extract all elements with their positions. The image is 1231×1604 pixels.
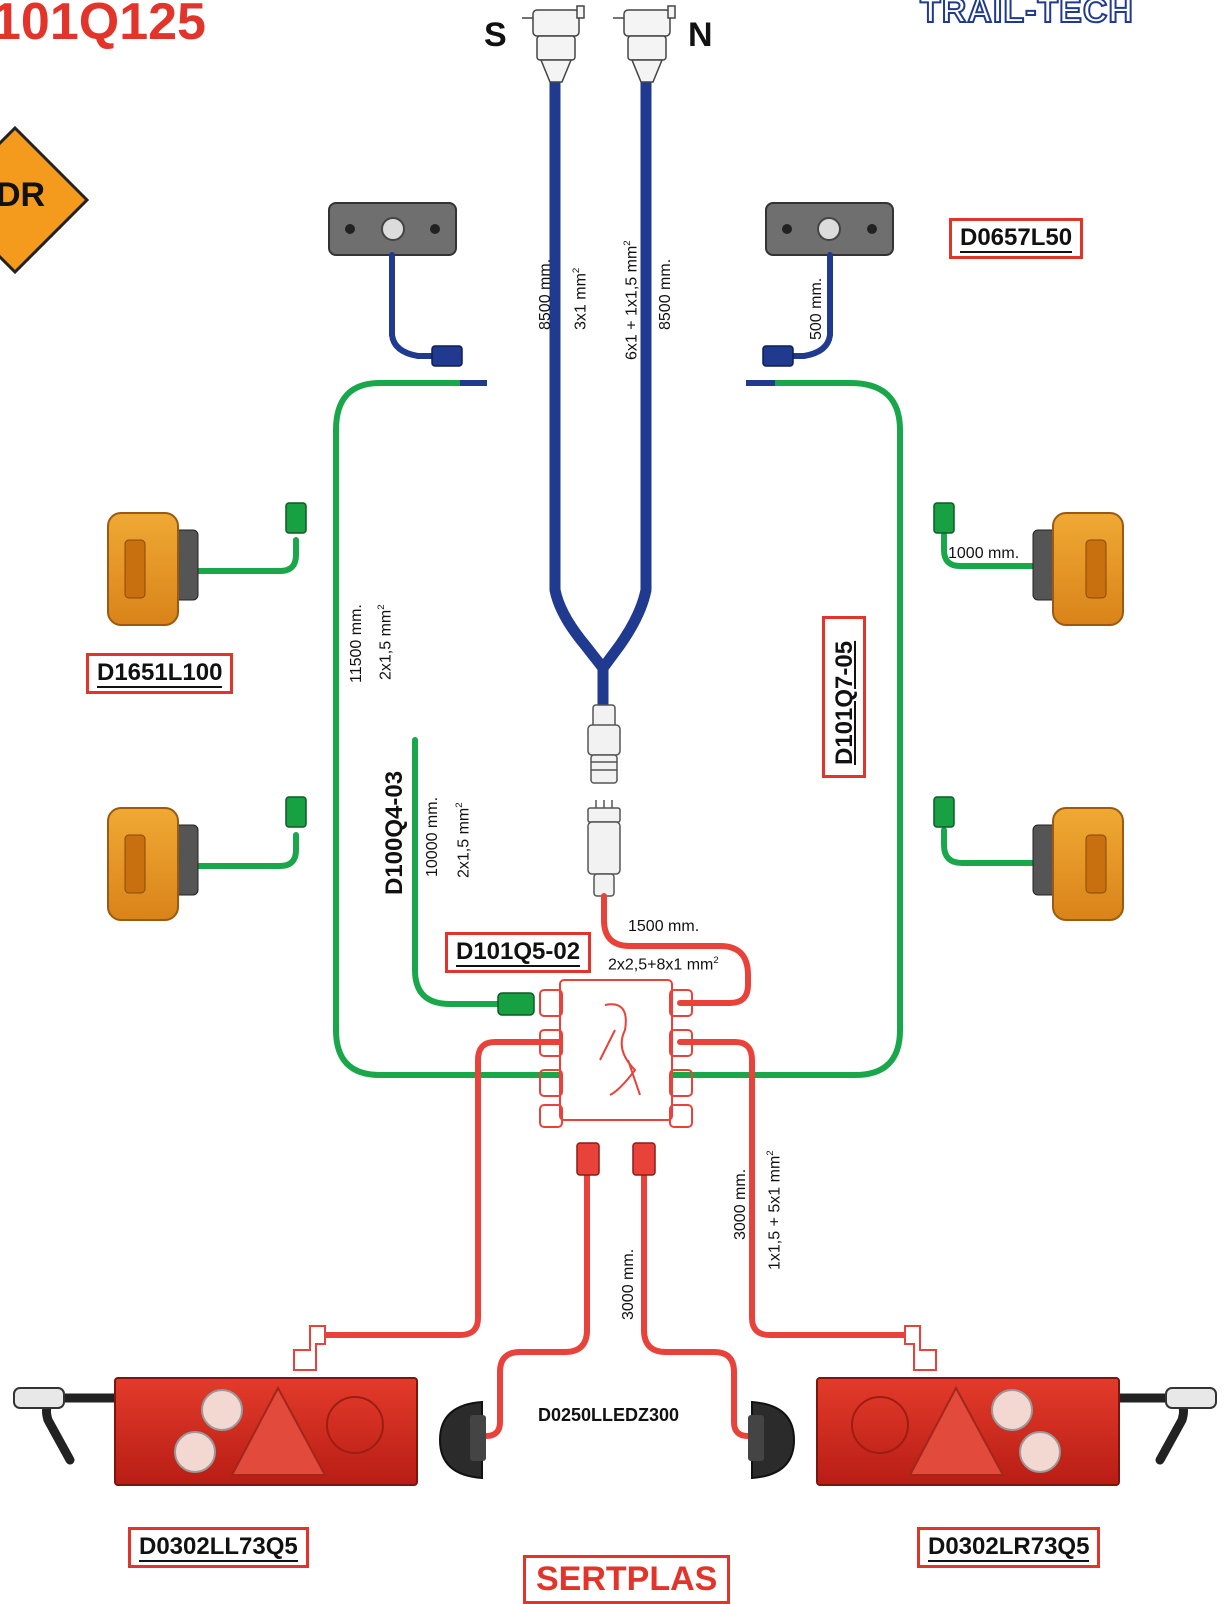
side-lamp-left-bottom — [107, 807, 199, 921]
side-left-top-plug — [285, 502, 307, 534]
front-marker-right-plug — [762, 345, 794, 367]
s-cable-section-text: 3x1 mm — [572, 273, 590, 330]
front-marker-right — [765, 202, 894, 256]
n-cable-section: 6x1 + 1x1,5 mm2 — [622, 240, 641, 360]
part-d0657l50-text: D0657L50 — [960, 224, 1073, 253]
n-plug — [613, 5, 676, 83]
junction-cable-section-text: 2x2,5+8x1 mm — [608, 956, 714, 974]
d100-cable-section: 2x1,5 mm2 — [454, 802, 473, 878]
s-cable-section: 3x1 mm2 — [571, 268, 590, 330]
plate-cable-length: 3000 mm. — [620, 1248, 637, 1320]
side-lamp-right-top — [1032, 512, 1124, 626]
central-connector-female — [587, 800, 621, 897]
rear-cable-length: 3000 mm. — [732, 1168, 749, 1240]
rear-cable-section: 1x1,5 + 5x1 mm2 — [765, 1150, 784, 1270]
left-cable-section-text: 2x1,5 mm — [377, 609, 395, 680]
s-cable — [549, 74, 609, 674]
side-right-top-plug — [933, 502, 955, 534]
front-marker-right-cable — [787, 252, 833, 359]
rear-left-connector — [293, 1325, 326, 1371]
front-marker-left-plug — [431, 345, 463, 367]
dr-badge-text: DR — [0, 176, 46, 214]
part-d0302ll73q5-text: D0302LL73Q5 — [139, 1533, 298, 1562]
rear-lamp-right — [816, 1377, 1217, 1486]
sertplas-brand-text: SERTPLAS — [536, 1560, 718, 1598]
dr-badge — [0, 125, 90, 275]
green-side-left-top — [187, 537, 299, 574]
superscript: 2 — [622, 240, 633, 246]
rear-cable-section-text: 1x1,5 + 5x1 mm — [766, 1155, 784, 1270]
green-side-left-bottom — [187, 832, 299, 869]
part-d101q5-02-text: D101Q5-02 — [456, 938, 581, 967]
green-side-right-bottom — [941, 827, 1043, 866]
part-d100q4-03: D100Q4-03 — [381, 770, 408, 895]
central-connector-male — [587, 704, 621, 784]
red-plate-left-cable — [483, 1172, 590, 1439]
blue-main-cables — [549, 74, 652, 718]
n-connector-label: N — [688, 16, 713, 54]
front-marker-left-cable — [389, 252, 437, 359]
rear-lamp-left — [13, 1377, 418, 1486]
green-left-loop — [333, 380, 581, 1078]
side-left-bottom-plug — [285, 796, 307, 828]
part-d1651l100-text: D1651L100 — [97, 659, 223, 688]
green-d100-cable — [412, 737, 503, 1007]
left-cable-section: 2x1,5 mm2 — [376, 604, 395, 680]
part-d0302lr73q5-text: D0302LR73Q5 — [928, 1533, 1090, 1562]
front-marker-left — [328, 202, 457, 256]
plate-lamp-left — [438, 1400, 486, 1480]
superscript: 2 — [454, 802, 465, 808]
marker-cable-length: 500 mm. — [808, 277, 825, 340]
part-d101q5-02: D101Q5-02 — [445, 932, 592, 973]
red-plate-right-cable — [641, 1172, 751, 1439]
s-cable-length: 8500 mm. — [537, 258, 554, 330]
side-lamp-right-bottom — [1032, 807, 1124, 921]
n-cable — [597, 74, 652, 674]
junction-cable-section: 2x2,5+8x1 mm2 — [608, 955, 719, 974]
d100-cable-section-text: 2x1,5 mm — [455, 807, 473, 878]
junction-box — [539, 979, 693, 1128]
d100-plug — [497, 992, 535, 1016]
side-lamp-left-top — [107, 512, 199, 626]
side-right-bottom-plug — [933, 796, 955, 828]
superscript: 2 — [376, 604, 387, 610]
part-d0302lr73q5: D0302LR73Q5 — [917, 1527, 1101, 1568]
n-cable-length: 8500 mm. — [657, 258, 674, 330]
part-d101q7-05-box — [822, 616, 866, 778]
superscript: 2 — [713, 955, 719, 966]
plate-left-plug — [576, 1142, 600, 1176]
part-d0657l50: D0657L50 — [949, 218, 1084, 259]
n-cable-section-text: 6x1 + 1x1,5 mm — [623, 245, 641, 360]
part-d0302ll73q5: D0302LL73Q5 — [128, 1527, 309, 1568]
rear-right-connector — [904, 1325, 937, 1371]
s-connector-label: S — [484, 16, 507, 54]
left-cable-length: 11500 mm. — [348, 604, 365, 683]
plate-right-plug — [632, 1142, 656, 1176]
side-cable-length: 1000 mm. — [948, 545, 1020, 562]
s-plug — [522, 5, 585, 83]
green-right-loop — [659, 380, 903, 1078]
part-d1651l100: D1651L100 — [86, 653, 234, 694]
trail-tech-logo: TRAIL-TECH — [919, 0, 1134, 31]
green-side-right-top — [941, 532, 1043, 569]
part-d0250lledz300: D0250LLEDZ300 — [538, 1405, 680, 1425]
superscript: 2 — [571, 267, 582, 274]
part-d101q7-05: D101Q7-05 — [831, 640, 858, 765]
red-rear-right-cable — [677, 1039, 908, 1338]
junction-cable-length: 1500 mm. — [628, 918, 700, 935]
superscript: 2 — [765, 1150, 776, 1156]
red-rear-left-cable — [322, 1039, 563, 1338]
plate-lamp-right — [748, 1400, 796, 1480]
red-1500-cable — [601, 893, 751, 1006]
diagram-title: 101Q125 — [0, 0, 206, 51]
sertplas-brand: SERTPLAS — [523, 1555, 731, 1604]
d100-cable-length: 10000 mm. — [424, 796, 441, 877]
